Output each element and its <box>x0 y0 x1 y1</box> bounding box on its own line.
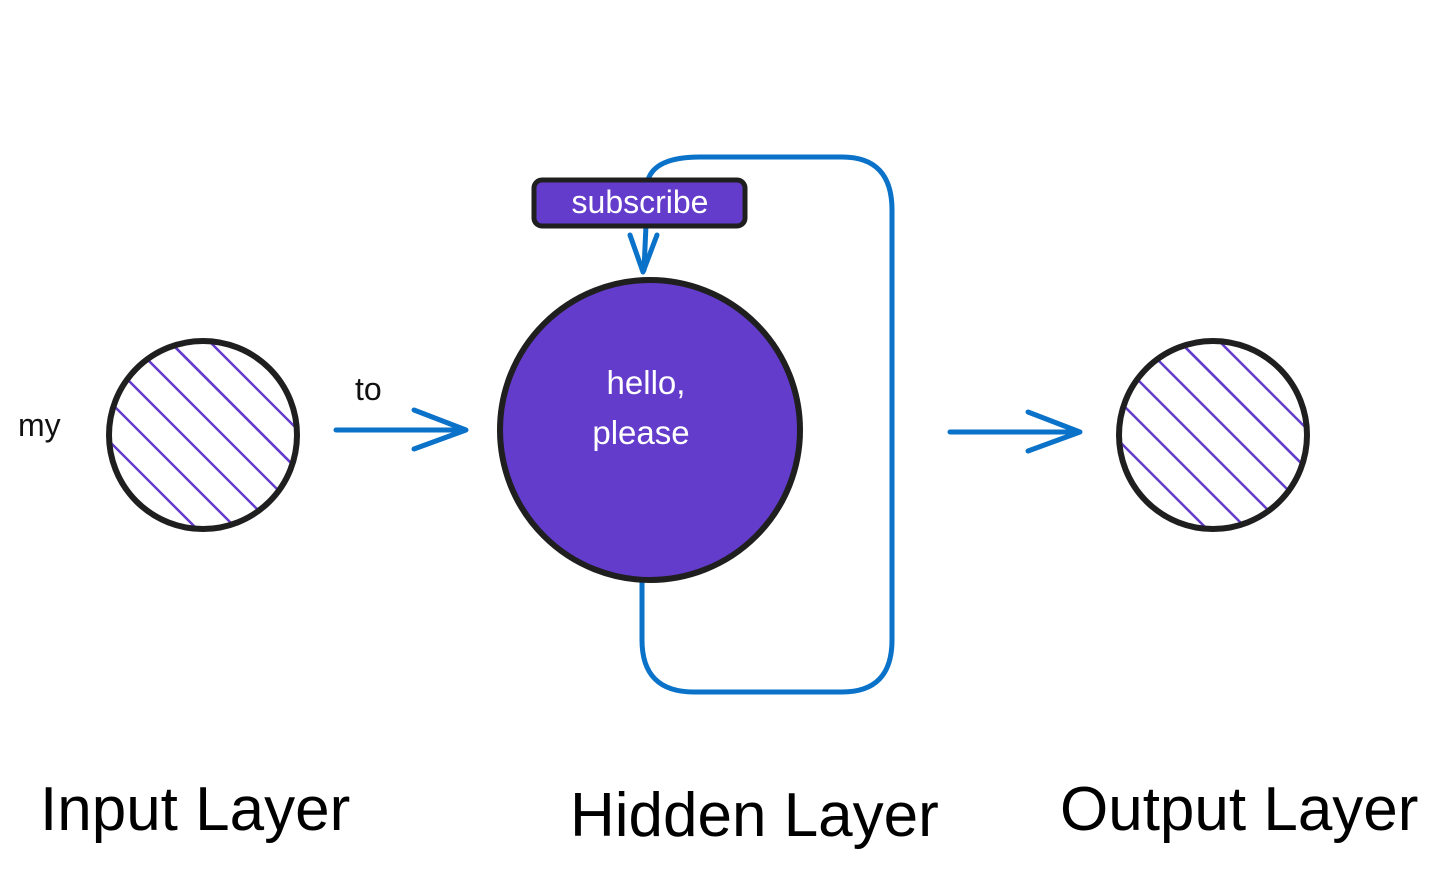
input-layer-title: Input Layer <box>40 775 350 844</box>
input-arrow-word-label: to <box>355 371 382 407</box>
input-to-hidden-arrow <box>333 407 469 452</box>
hidden-node <box>497 277 803 583</box>
input-word-label: my <box>18 407 61 443</box>
subscribe-button-label: subscribe <box>572 184 709 220</box>
subscribe-button[interactable]: subscribe <box>531 177 748 229</box>
input-node <box>106 338 300 532</box>
output-node <box>1116 338 1310 532</box>
recurrent-loop-line <box>639 154 895 695</box>
hidden-layer-title: Hidden Layer <box>570 781 939 850</box>
hidden-node-text-line1: hello, <box>607 364 686 401</box>
hidden-node-text-line2: please <box>592 414 689 451</box>
hidden-to-output-arrow <box>947 409 1083 454</box>
recurrent-arrow-head <box>627 232 660 275</box>
output-layer-title: Output Layer <box>1060 775 1418 844</box>
